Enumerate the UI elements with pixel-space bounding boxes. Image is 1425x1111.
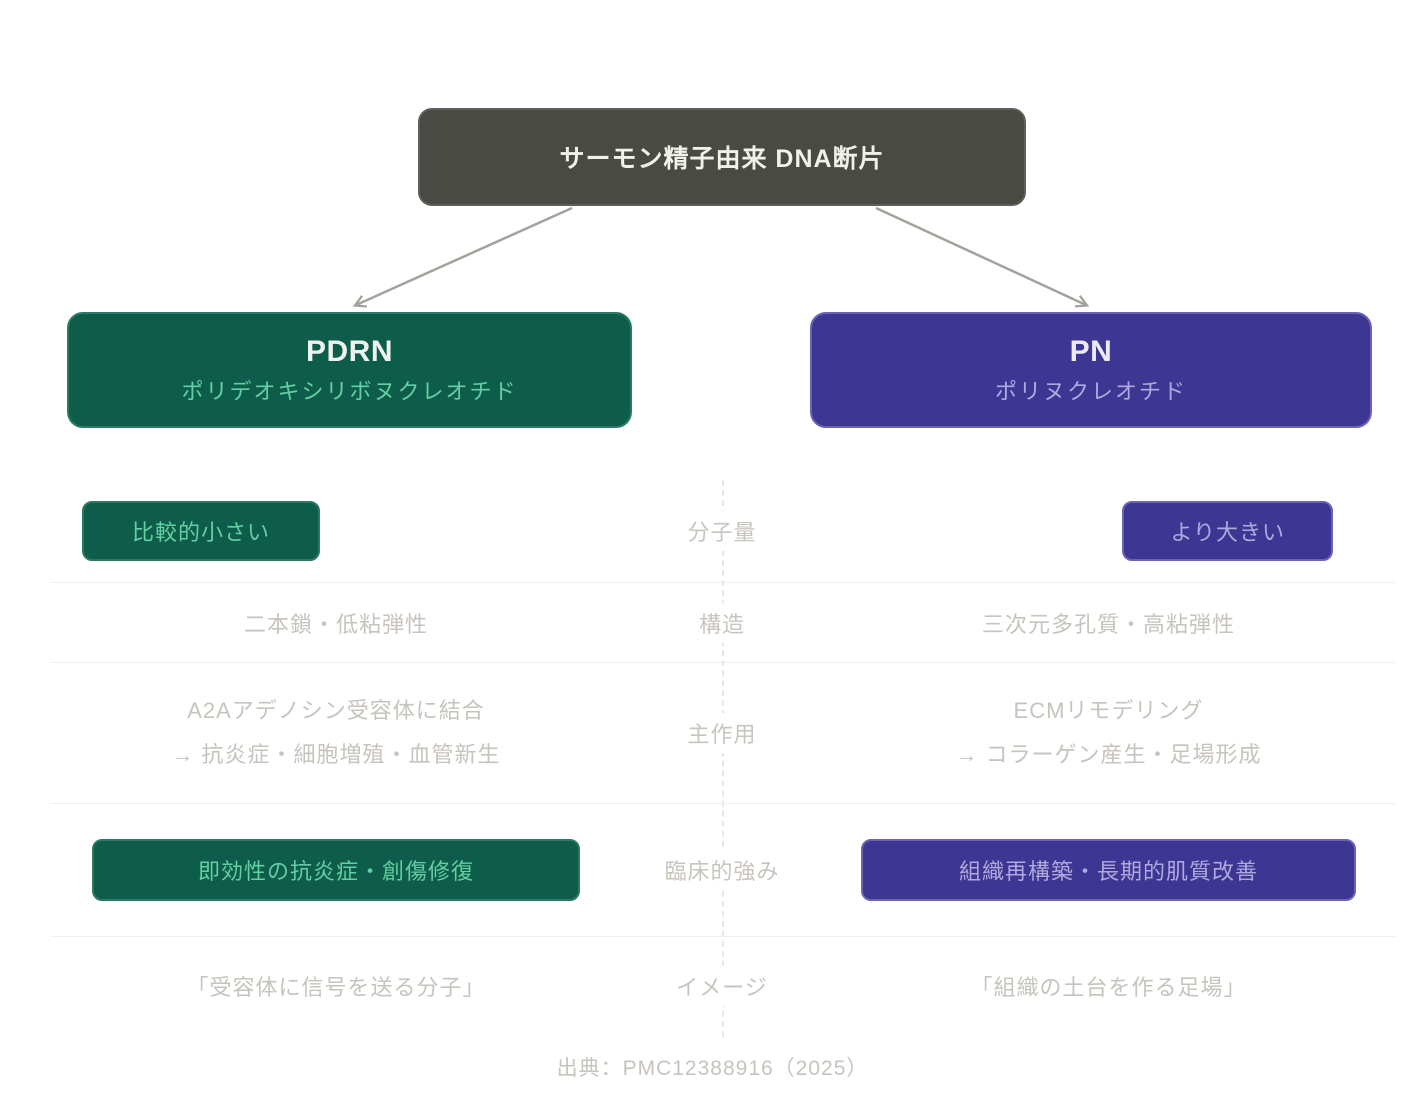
pn-structure-text: 三次元多孔質・高粘弾性 bbox=[981, 611, 1235, 637]
pdrn-molecular-weight-badge: 比較的小さい bbox=[82, 501, 321, 561]
pdrn-clinical-strength-badge: 即効性の抗炎症・創傷修復 bbox=[91, 839, 580, 901]
table-row-molecular-weight: 比較的小さい 分子量 より大きい bbox=[50, 480, 1395, 583]
arrow-to-pn-icon bbox=[875, 206, 1086, 305]
row-label-cell: イメージ bbox=[622, 966, 822, 1006]
pdrn-structure-text: 二本鎖・低粘弾性 bbox=[243, 611, 428, 637]
pdrn-structure-cell: 二本鎖・低粘弾性 bbox=[50, 607, 622, 639]
table-row-clinical-strength: 即効性の抗炎症・創傷修復 臨床的強み 組織再構築・長期的肌質改善 bbox=[50, 804, 1395, 937]
pdrn-image-cell: 「受容体に信号を送る分子」 bbox=[50, 970, 622, 1002]
pn-title: PN bbox=[1069, 334, 1113, 368]
arrow-to-pdrn-icon bbox=[356, 206, 573, 305]
pn-main-action-text: ECMリモデリング → コラーゲン産生・足場形成 bbox=[955, 689, 1261, 777]
row-label-clinical-strength: 臨床的強み bbox=[658, 850, 786, 890]
pdrn-image-text: 「受容体に信号を送る分子」 bbox=[186, 975, 486, 1000]
source-citation: 出典：PMC12388916（2025） bbox=[556, 1057, 869, 1080]
pdrn-main-action-cell: A2Aアデノシン受容体に結合 → 抗炎症・細胞増殖・血管新生 bbox=[50, 689, 622, 777]
pdrn-title: PDRN bbox=[305, 334, 393, 368]
pdrn-node: PDRN ポリデオキシリボヌクレオチド bbox=[67, 312, 632, 428]
row-label-cell: 主作用 bbox=[622, 713, 822, 753]
pn-main-action-cell: ECMリモデリング → コラーゲン産生・足場形成 bbox=[822, 689, 1395, 777]
root-node: サーモン精子由来 DNA断片 bbox=[418, 108, 1026, 206]
pn-main-action-line1: ECMリモデリング bbox=[1013, 698, 1204, 723]
center-dashed-divider bbox=[722, 480, 724, 1037]
pn-clinical-strength-badge: 組織再構築・長期的肌質改善 bbox=[860, 839, 1356, 901]
comparison-table: 比較的小さい 分子量 より大きい 二本鎖・低粘弾性 構造 三次元多孔質・高粘弾性 bbox=[50, 480, 1395, 1035]
table-row-structure: 二本鎖・低粘弾性 構造 三次元多孔質・高粘弾性 bbox=[50, 583, 1395, 663]
row-label-cell: 構造 bbox=[622, 602, 822, 643]
row-label-main-action: 主作用 bbox=[681, 713, 763, 753]
pn-node: PN ポリヌクレオチド bbox=[810, 312, 1372, 428]
row-label-molecular-weight: 分子量 bbox=[681, 511, 763, 551]
pdrn-main-action-line2: → 抗炎症・細胞増殖・血管新生 bbox=[171, 742, 501, 767]
table-row-main-action: A2Aアデノシン受容体に結合 → 抗炎症・細胞増殖・血管新生 主作用 ECMリモ… bbox=[50, 663, 1395, 804]
pn-image-cell: 「組織の土台を作る足場」 bbox=[822, 970, 1395, 1002]
pn-structure-cell: 三次元多孔質・高粘弾性 bbox=[822, 607, 1395, 639]
table-row-image: 「受容体に信号を送る分子」 イメージ 「組織の土台を作る足場」 bbox=[50, 937, 1395, 1035]
row-label-cell: 分子量 bbox=[622, 511, 822, 551]
root-node-label: サーモン精子由来 DNA断片 bbox=[559, 145, 885, 173]
pn-main-action-line2: → コラーゲン産生・足場形成 bbox=[955, 742, 1262, 767]
pn-subtitle: ポリヌクレオチド bbox=[994, 378, 1187, 404]
row-label-cell: 臨床的強み bbox=[622, 850, 822, 890]
pdrn-main-action-text: A2Aアデノシン受容体に結合 → 抗炎症・細胞増殖・血管新生 bbox=[171, 689, 500, 777]
pn-molecular-weight-badge: より大きい bbox=[1122, 501, 1333, 561]
pn-molecular-weight-cell: より大きい bbox=[822, 501, 1395, 561]
pdrn-main-action-line1: A2Aアデノシン受容体に結合 bbox=[187, 698, 485, 723]
pdrn-molecular-weight-cell: 比較的小さい bbox=[50, 501, 622, 561]
pdrn-subtitle: ポリデオキシリボヌクレオチド bbox=[181, 378, 518, 404]
pn-image-text: 「組織の土台を作る足場」 bbox=[970, 975, 1247, 1000]
pn-clinical-strength-cell: 組織再構築・長期的肌質改善 bbox=[822, 839, 1395, 901]
pdrn-clinical-strength-cell: 即効性の抗炎症・創傷修復 bbox=[50, 839, 622, 901]
row-label-structure: 構造 bbox=[692, 602, 751, 643]
row-label-image: イメージ bbox=[670, 966, 774, 1006]
